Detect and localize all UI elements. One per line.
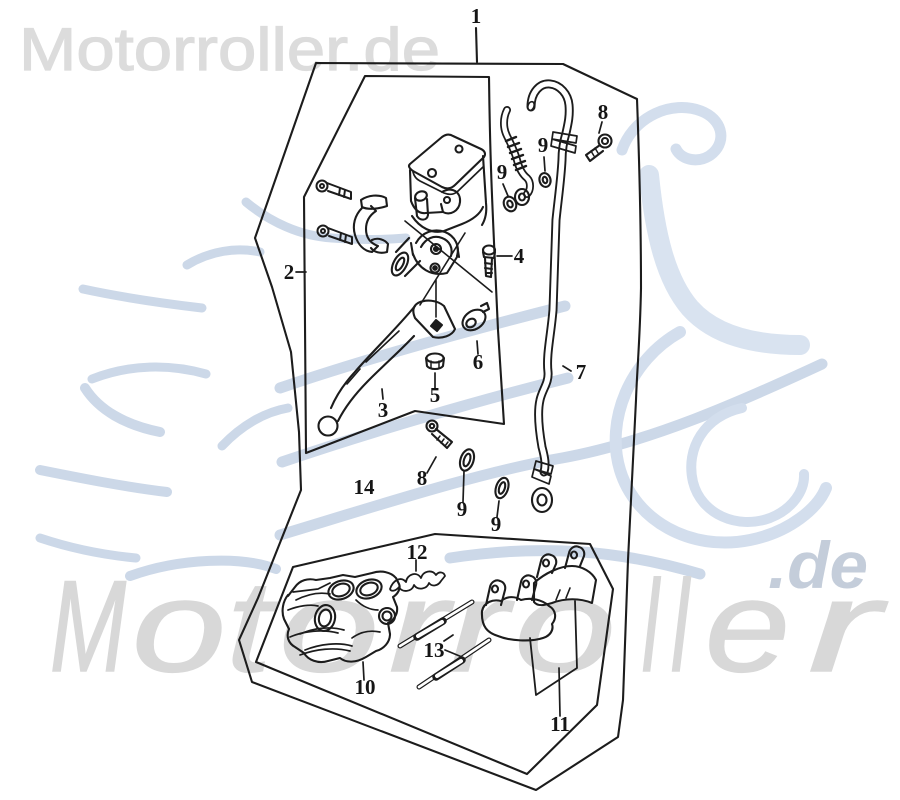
svg-text:8: 8 xyxy=(598,100,609,124)
svg-text:r: r xyxy=(808,553,888,699)
svg-text:Motorroller.de: Motorroller.de xyxy=(19,16,440,83)
svg-text:14: 14 xyxy=(354,475,376,499)
svg-text:7: 7 xyxy=(576,360,587,384)
svg-text:l: l xyxy=(671,553,691,699)
svg-text:5: 5 xyxy=(430,383,441,407)
svg-text:8: 8 xyxy=(417,466,428,490)
svg-text:o: o xyxy=(132,553,226,699)
svg-text:6: 6 xyxy=(473,350,484,374)
svg-text:e: e xyxy=(705,553,790,699)
svg-text:11: 11 xyxy=(550,712,570,736)
svg-text:9: 9 xyxy=(538,133,549,157)
svg-text:9: 9 xyxy=(497,160,508,184)
svg-text:2: 2 xyxy=(284,260,295,284)
svg-text:9: 9 xyxy=(457,497,468,521)
svg-text:13: 13 xyxy=(424,638,445,662)
svg-text:3: 3 xyxy=(378,398,389,422)
svg-text:r: r xyxy=(449,553,514,699)
svg-text:9: 9 xyxy=(491,512,502,536)
svg-text:10: 10 xyxy=(355,675,376,699)
svg-text:.de: .de xyxy=(768,528,868,602)
svg-text:l: l xyxy=(642,553,661,699)
svg-text:M: M xyxy=(50,553,126,699)
svg-text:12: 12 xyxy=(407,540,428,564)
svg-text:1: 1 xyxy=(471,4,482,28)
svg-text:4: 4 xyxy=(514,244,525,268)
